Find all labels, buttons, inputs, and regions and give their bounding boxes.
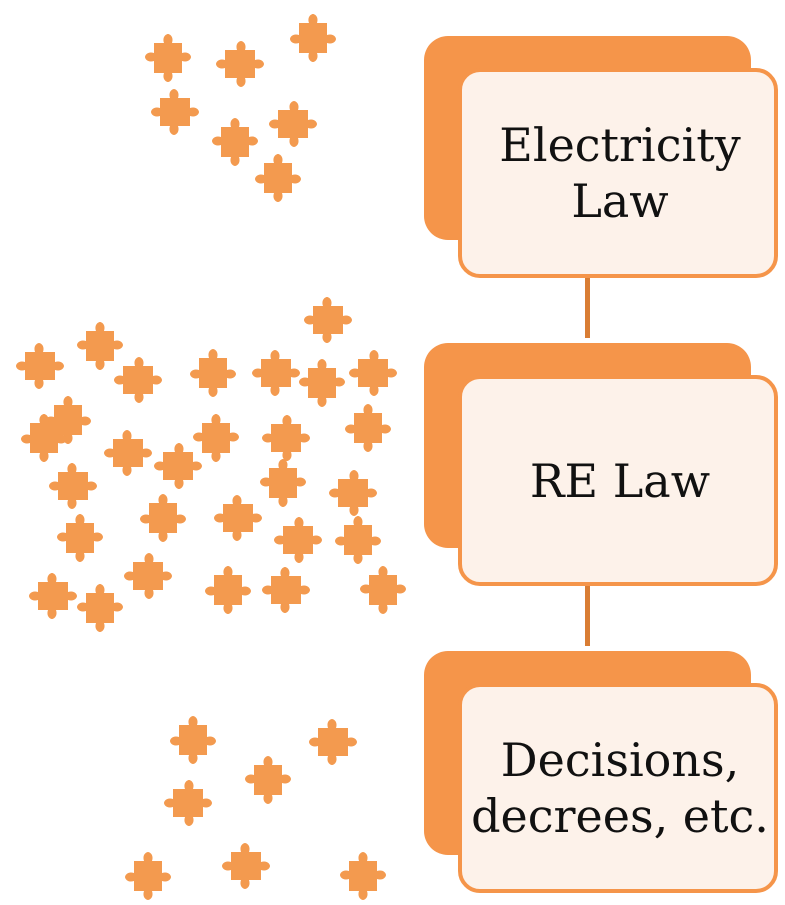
node-3-line-2: decrees, etc. [471, 789, 769, 843]
puzzle-piece-icon [212, 36, 268, 92]
puzzle-piece-icon [52, 510, 108, 566]
puzzle-piece-icon [185, 345, 241, 401]
node-2-box [458, 375, 778, 586]
puzzle-piece-icon [258, 410, 314, 466]
puzzle-piece-icon [255, 455, 311, 511]
puzzle-piece-icon [110, 352, 166, 408]
node-1-box [458, 68, 778, 278]
puzzle-piece-icon [12, 338, 68, 394]
puzzle-piece-icon [250, 150, 306, 206]
puzzle-piece-icon [120, 848, 176, 904]
puzzle-piece-icon [207, 114, 263, 170]
node-1-line-1: Electricity [499, 118, 741, 172]
puzzle-piece-icon [294, 355, 350, 411]
puzzle-piece-icon [165, 712, 221, 768]
node-3-line-1: Decisions, [500, 733, 740, 787]
puzzle-piece-icon [340, 400, 396, 456]
puzzle-piece-icon [305, 714, 361, 770]
puzzle-piece-icon [335, 848, 391, 904]
connector-1 [585, 246, 590, 338]
puzzle-piece-icon [140, 30, 196, 86]
puzzle-piece-icon [160, 775, 216, 831]
puzzle-piece-icon [258, 562, 314, 618]
puzzle-piece-icon [345, 345, 401, 401]
puzzle-piece-icon [248, 345, 304, 401]
puzzle-piece-icon [210, 490, 266, 546]
node-1-line-2: Law [571, 174, 669, 228]
puzzle-piece-icon [72, 318, 128, 374]
puzzle-piece-icon [120, 548, 176, 604]
puzzle-piece-icon [240, 752, 296, 808]
puzzle-piece-icon [150, 438, 206, 494]
puzzle-piece-icon [188, 410, 244, 466]
puzzle-piece-icon [16, 410, 72, 466]
puzzle-piece-icon [265, 96, 321, 152]
puzzle-piece-icon [25, 568, 81, 624]
puzzle-pieces-area [12, 10, 406, 904]
puzzle-piece-icon [147, 84, 203, 140]
node-2-label: RE Law [462, 379, 778, 582]
node-1-label: Electricity Law [462, 72, 778, 274]
puzzle-piece-icon [200, 562, 256, 618]
puzzle-piece-icon [270, 512, 326, 568]
puzzle-piece-icon [330, 512, 386, 568]
node-3-label: Decisions, decrees, etc. [462, 687, 778, 889]
connector-2 [585, 551, 590, 646]
puzzle-piece-icon [45, 458, 101, 514]
puzzle-piece-icon [325, 465, 381, 521]
node-3-box [458, 683, 778, 893]
puzzle-piece-icon [285, 10, 341, 66]
puzzle-piece-icon [100, 425, 156, 481]
node-2-line-1: RE Law [529, 453, 711, 508]
puzzle-piece-icon [135, 490, 191, 546]
puzzle-piece-icon [355, 562, 411, 618]
puzzle-piece-icon [72, 580, 128, 636]
puzzle-piece-icon [300, 292, 356, 348]
puzzle-piece-icon [218, 838, 274, 894]
